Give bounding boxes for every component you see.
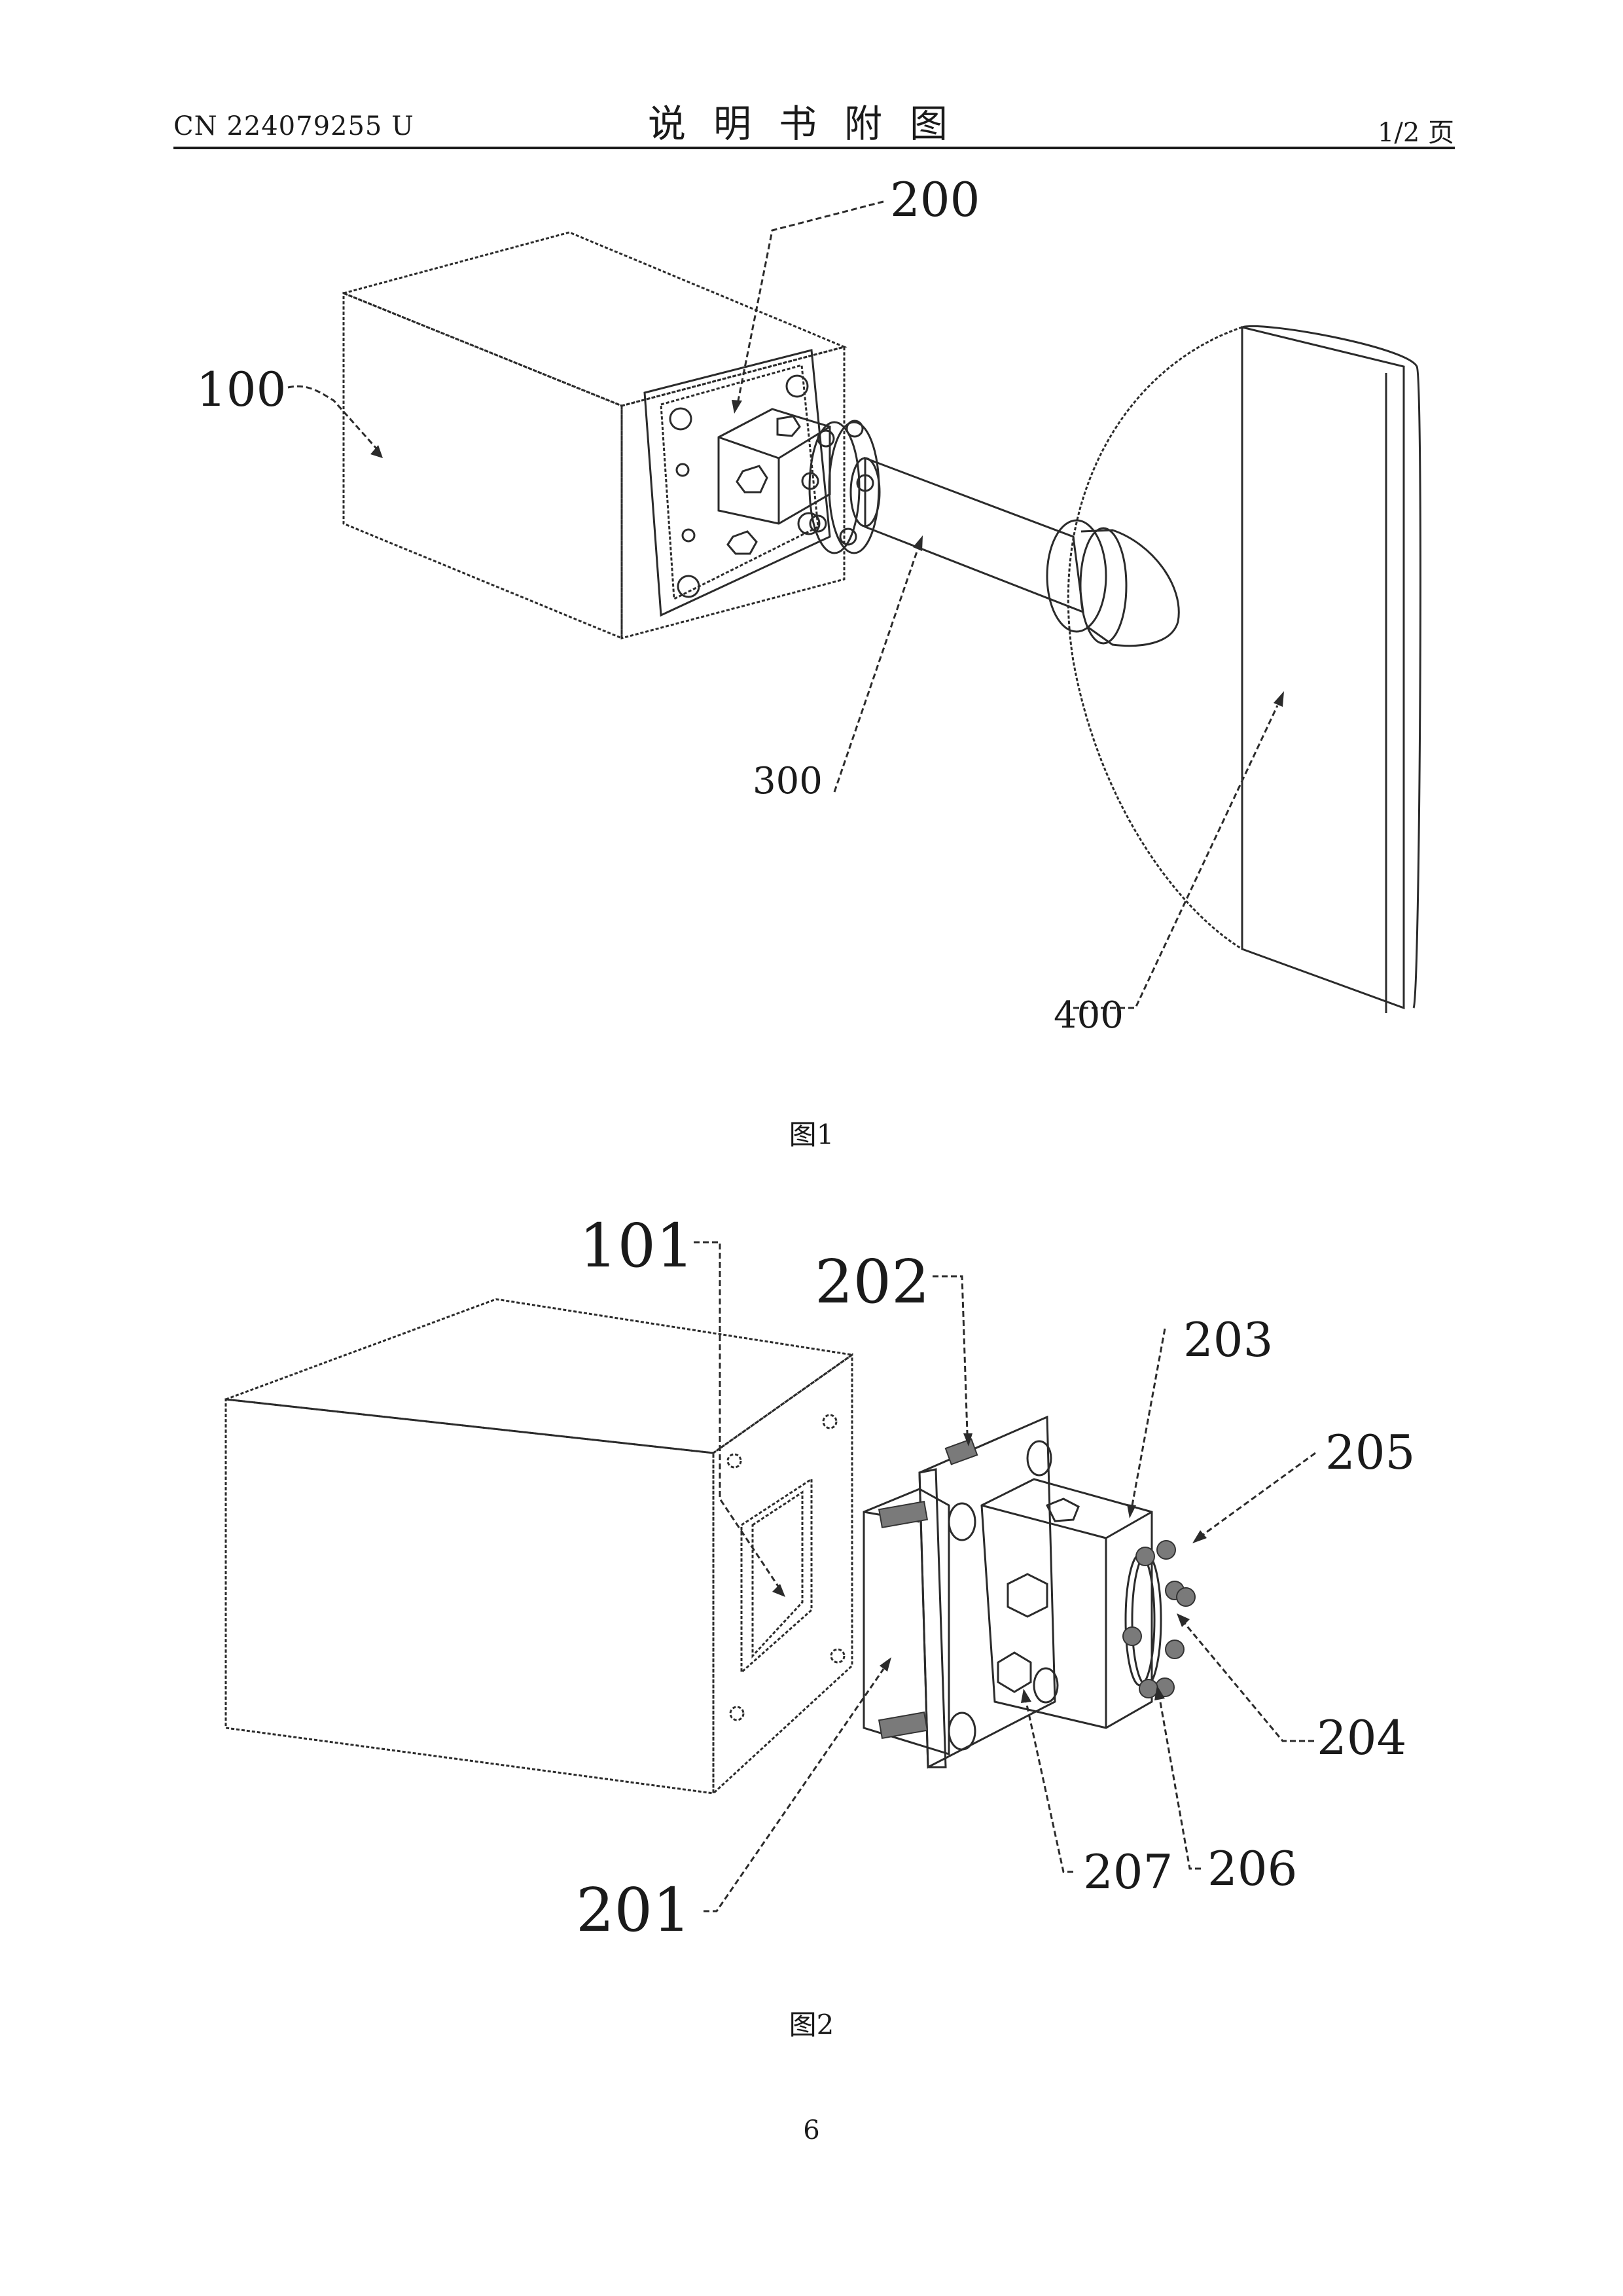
label-203: 203 (1183, 1312, 1273, 1367)
label-101: 101 (579, 1211, 694, 1281)
base-block (864, 1489, 949, 1754)
flange-plate-exploded (879, 1417, 1058, 1767)
label-200: 200 (890, 172, 980, 227)
housing-box-exploded (226, 1299, 852, 1793)
label-100: 100 (196, 362, 286, 417)
label-400: 400 (1054, 994, 1124, 1037)
label-204: 204 (1317, 1710, 1406, 1765)
label-205: 205 (1325, 1425, 1415, 1480)
housing-box (344, 232, 844, 638)
figure-1-caption: 图1 (0, 1113, 1623, 1153)
label-207: 207 (1083, 1844, 1173, 1899)
rod-tip (1047, 520, 1179, 646)
figure-2-caption: 图2 (0, 2003, 1623, 2043)
label-202: 202 (815, 1247, 930, 1317)
label-206: 206 (1207, 1841, 1297, 1896)
label-300: 300 (753, 760, 823, 802)
header-divider (173, 147, 1455, 149)
label-201: 201 (576, 1875, 691, 1945)
figure-1-drawing: 100 200 300 400 (0, 157, 1623, 1139)
page-number: 6 (0, 2115, 1623, 2145)
figure-2-drawing: 101 202 203 205 204 206 207 201 (0, 1191, 1623, 1977)
page-indicator: 1/2 页 (1378, 111, 1454, 149)
reflector-disc (1068, 326, 1420, 1013)
